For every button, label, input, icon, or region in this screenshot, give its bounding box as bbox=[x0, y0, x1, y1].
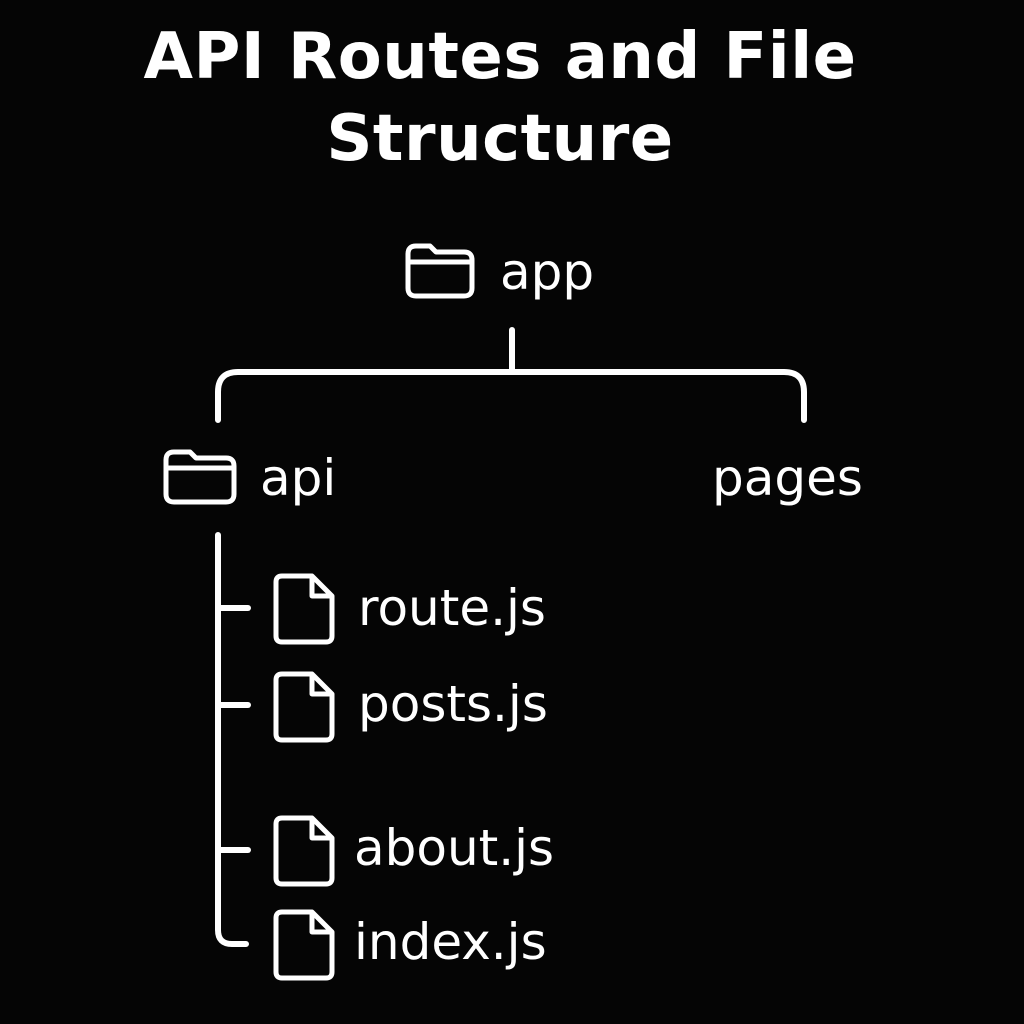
file-label-route: route.js bbox=[358, 579, 546, 637]
file-icon bbox=[273, 573, 335, 645]
file-label-about: about.js bbox=[354, 819, 555, 877]
file-label-index: index.js bbox=[354, 913, 547, 971]
root-folder-label: app bbox=[500, 243, 595, 301]
file-label-posts: posts.js bbox=[358, 675, 548, 733]
diagram-title-line-1: API Routes and File bbox=[143, 20, 857, 94]
pages-folder-label: pages bbox=[712, 449, 863, 507]
folder-icon bbox=[405, 243, 475, 299]
branch-bracket-line bbox=[215, 369, 807, 423]
file-icon bbox=[273, 815, 335, 887]
folder-icon bbox=[163, 449, 237, 505]
api-folder-label: api bbox=[260, 449, 337, 507]
file-icon bbox=[273, 671, 335, 743]
file-icon bbox=[273, 909, 335, 981]
diagram-title-line-2: Structure bbox=[326, 102, 674, 176]
api-spine-line bbox=[215, 532, 249, 947]
